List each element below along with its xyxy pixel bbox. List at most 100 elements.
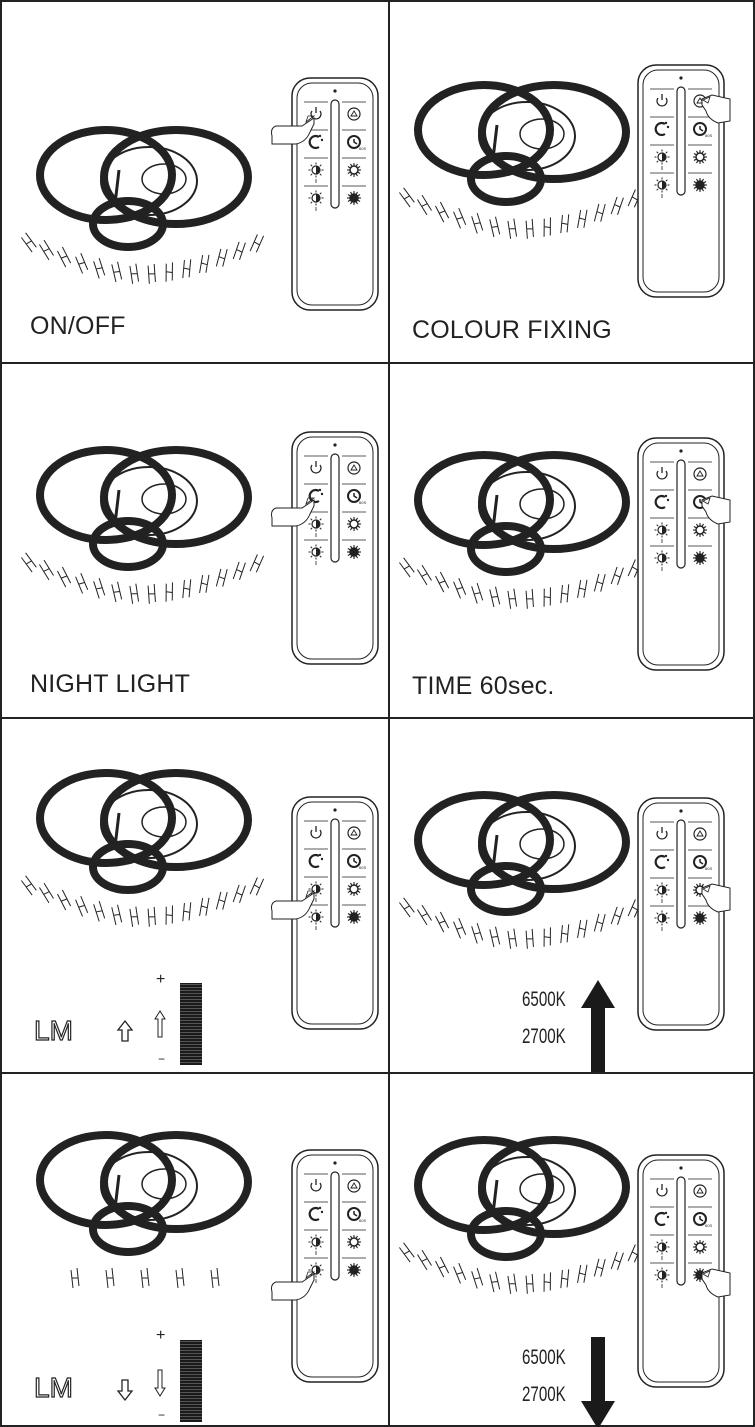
- panel-8: 60S: [398, 1136, 731, 1427]
- timer-60s-icon: 60S: [693, 855, 712, 871]
- colour-temp-up-icon: [693, 523, 707, 537]
- power-icon: [310, 1179, 322, 1192]
- bar-plus-down: +: [156, 1327, 166, 1344]
- timer-60s-icon: 60S: [347, 854, 366, 870]
- night-light-icon: [654, 854, 670, 870]
- ceiling-lamp: [20, 769, 265, 927]
- power-icon: [656, 1184, 668, 1197]
- caption-6500k-down: 6500K: [522, 1346, 566, 1369]
- brightness-bar: [154, 1340, 202, 1422]
- colour-temp-down-icon: [347, 1263, 361, 1277]
- night-light-icon: [308, 134, 324, 150]
- colour-temp-down-icon: [347, 191, 361, 205]
- night-light-icon: [308, 488, 324, 504]
- ceiling-lamp: [398, 451, 643, 609]
- light-rays: [70, 1267, 220, 1289]
- panel-1: 60S: [20, 77, 379, 311]
- arrow-down-outline-icon: [154, 1369, 166, 1397]
- ceiling-lamp: [398, 791, 643, 949]
- colour-temp-up-icon: [347, 517, 361, 531]
- power-icon: [310, 107, 322, 120]
- light-rays: [398, 897, 643, 949]
- colour-cycle-icon: [347, 1179, 361, 1193]
- panel-4: 60S: [398, 437, 731, 671]
- colour-cycle-icon: [693, 827, 707, 841]
- light-rays: [20, 552, 265, 604]
- pointing-hand: [271, 115, 316, 145]
- power-icon: [656, 94, 668, 107]
- colour-temp-down-icon: [347, 545, 361, 559]
- timer-60s-icon: 60S: [347, 1207, 366, 1223]
- svg-text:60S: 60S: [359, 146, 366, 151]
- timer-60s-icon: 60S: [693, 1212, 712, 1228]
- remote-control: 60S: [271, 796, 379, 1030]
- colour-temp-up-icon: [347, 163, 361, 177]
- colour-temp-up-icon: [347, 882, 361, 896]
- ceiling-lamp: [398, 81, 643, 239]
- svg-text:60S: 60S: [705, 1223, 712, 1228]
- colour-temp-down-icon: [347, 910, 361, 924]
- night-light-icon: [654, 494, 670, 510]
- pointing-hand: [701, 883, 731, 913]
- brightness-down-icon: [308, 909, 324, 930]
- svg-text:60S: 60S: [705, 866, 712, 871]
- panel-7: 60S: [36, 1131, 379, 1422]
- brightness-down-icon: [654, 550, 670, 571]
- caption-time: TIME 60sec.: [412, 672, 555, 700]
- bar-minus-down: −: [158, 1408, 166, 1422]
- brightness-down-icon: [308, 190, 324, 211]
- brightness-down-icon: [308, 544, 324, 565]
- brightness-up-icon: [654, 149, 670, 170]
- remote-control: 60S: [637, 437, 731, 671]
- caption-2700k-down: 2700K: [522, 1383, 566, 1406]
- remote-control: 60S: [637, 797, 731, 1031]
- arrow-up-outline-icon: [154, 1010, 166, 1038]
- colour-temp-down-icon: [693, 178, 707, 192]
- pointing-hand: [271, 497, 316, 527]
- svg-text:60S: 60S: [359, 865, 366, 870]
- power-icon: [656, 827, 668, 840]
- lm-arrow-up-icon: [116, 1019, 134, 1042]
- panel-5: 60S: [20, 769, 379, 1065]
- colour-temp-up-icon: [693, 1240, 707, 1254]
- ceiling-lamp: [20, 126, 265, 284]
- caption-6500k-up: 6500K: [522, 988, 566, 1011]
- caption-colour-fixing: COLOUR FIXING: [412, 316, 612, 344]
- brightness-up-icon: [654, 882, 670, 903]
- ceiling-lamp: [398, 1136, 643, 1294]
- brightness-down-icon: [654, 177, 670, 198]
- lm-arrow-down-icon: [116, 1379, 134, 1402]
- brightness-up-icon: [654, 1239, 670, 1260]
- night-light-icon: [654, 1211, 670, 1227]
- panel-2: 60S: [398, 64, 731, 298]
- pointing-hand: [271, 890, 316, 920]
- light-rays: [398, 187, 643, 239]
- timer-60s-icon: 60S: [347, 135, 366, 151]
- colour-temp-down-icon: [693, 911, 707, 925]
- remote-control: 60S: [271, 431, 379, 665]
- brightness-up-icon: [308, 1234, 324, 1255]
- brightness-up-icon: [308, 516, 324, 537]
- caption-on-off: ON/OFF: [30, 312, 126, 340]
- colour-temp-up-icon: [693, 150, 707, 164]
- caption-lm-down: LM: [33, 1371, 73, 1403]
- bar-plus-up: +: [156, 971, 166, 988]
- svg-text:60S: 60S: [359, 500, 366, 505]
- timer-60s-icon: 60S: [693, 122, 712, 138]
- colour-cycle-icon: [693, 467, 707, 481]
- svg-text:60S: 60S: [705, 133, 712, 138]
- svg-text:60S: 60S: [359, 1218, 366, 1223]
- colour-temp-down-icon: [693, 551, 707, 565]
- ceiling-lamp: [36, 1131, 252, 1289]
- brightness-down-icon: [308, 1262, 324, 1283]
- power-icon: [656, 467, 668, 480]
- colour-temp-arrow-down-icon: [581, 1337, 615, 1427]
- light-rays: [20, 875, 265, 927]
- colour-cycle-icon: [347, 461, 361, 475]
- brightness-bar: [154, 983, 202, 1065]
- colour-cycle-icon: [347, 826, 361, 840]
- colour-temp-up-icon: [347, 1235, 361, 1249]
